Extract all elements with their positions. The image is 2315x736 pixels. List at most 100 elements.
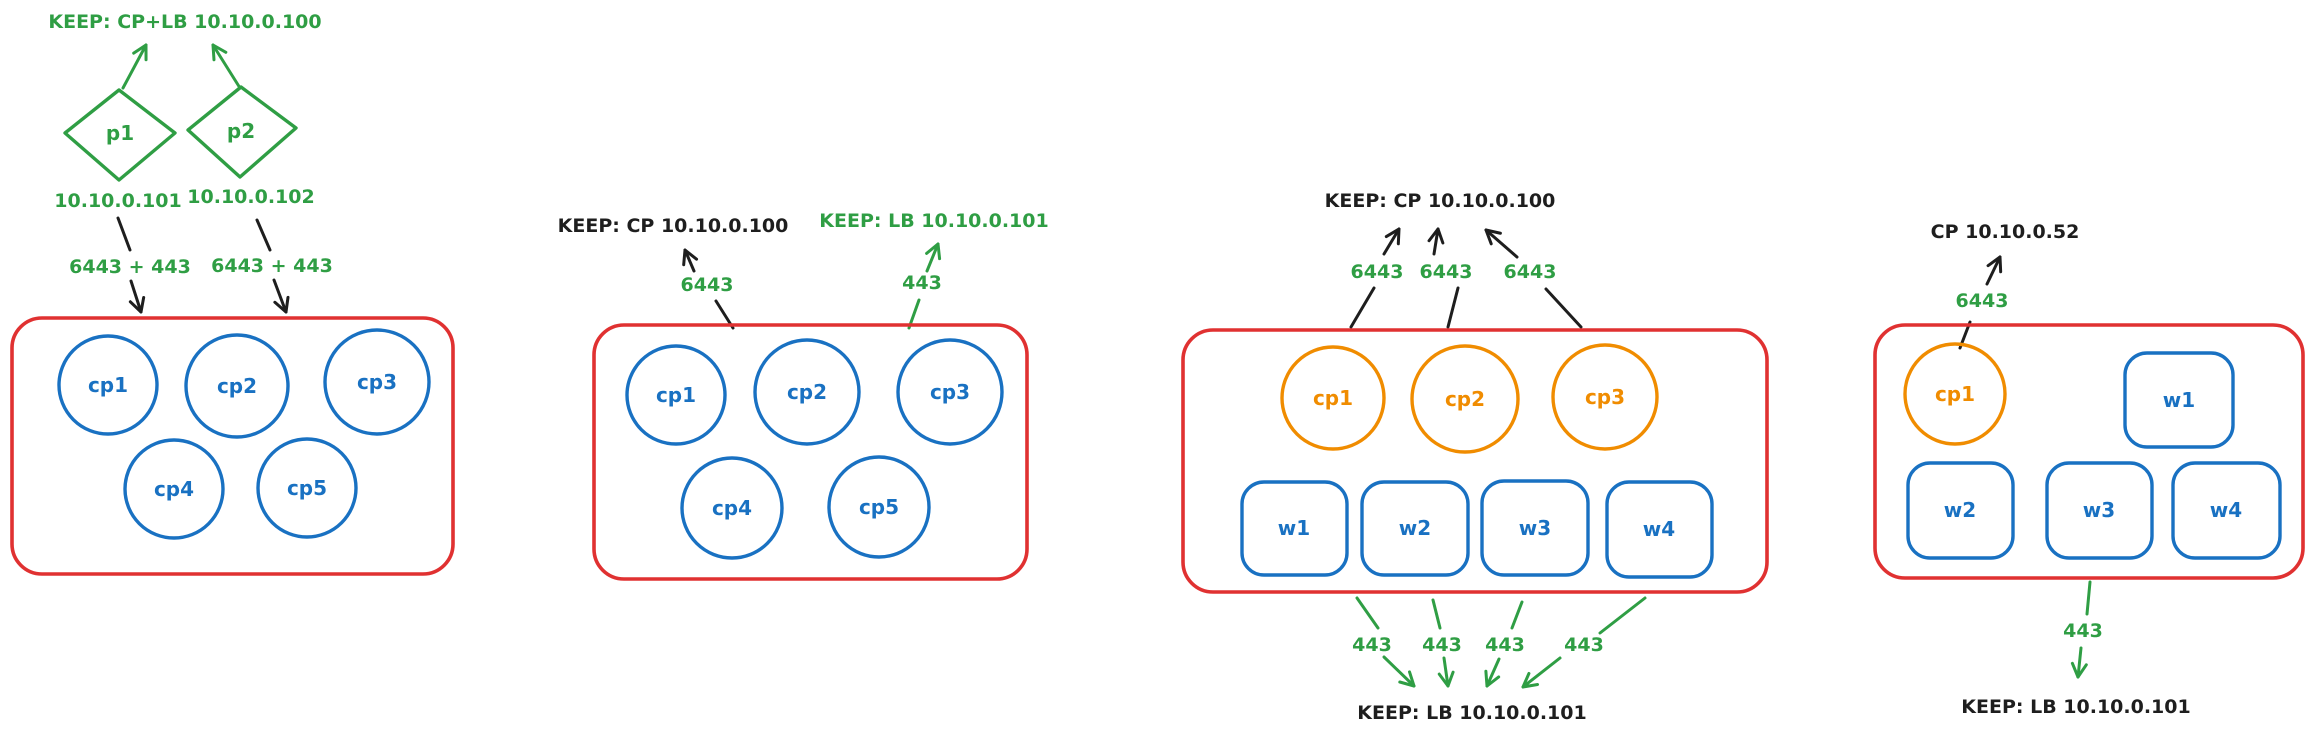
d2-node-cp1: [625, 344, 727, 446]
d3-arrow-w2-lower: [1437, 656, 1455, 688]
d3-lb-port-label-3: 443: [1485, 634, 1525, 656]
d2-node-cp1-label: cp1: [656, 383, 696, 407]
d3-node-cp1-label: cp1: [1313, 386, 1353, 410]
d2-node-cp5: [827, 455, 931, 559]
d1-node-cp2: [184, 333, 290, 439]
arrow-p1-to-vip: [121, 43, 148, 90]
d1-node-cp3-label: cp3: [357, 370, 397, 394]
d3-node-w2: [1360, 480, 1470, 577]
ports-label-1: 6443 + 443: [69, 256, 191, 278]
proxy-p1-label: p1: [106, 121, 134, 145]
diagram-1-cp-plus-lb: KEEP: CP+LB 10.10.0.100 p1 p2 10.10.0.10…: [10, 11, 455, 576]
d4-node-w2-label: w2: [1944, 498, 1976, 522]
d3-node-w4: [1605, 480, 1714, 579]
keep-cp-lb-label: KEEP: CP+LB 10.10.0.100: [48, 11, 321, 33]
d3-keep-cp-label: KEEP: CP 10.10.0.100: [1325, 190, 1556, 212]
d4-cp-label: CP 10.10.0.52: [1931, 221, 2080, 243]
d4-node-w2: [1906, 461, 2015, 560]
d4-cp-port-label: 6443: [1956, 290, 2009, 312]
d3-cp-port-label-1: 6443: [1351, 261, 1404, 283]
d3-arrow-w1-lower: [1382, 655, 1416, 688]
d3-cp-port-label-3: 6443: [1504, 261, 1557, 283]
d4-node-w3: [2045, 461, 2154, 560]
d3-node-cp2-label: cp2: [1445, 387, 1485, 411]
d2-cp-port-label: 6443: [681, 274, 734, 296]
cluster-box-3: [1181, 328, 1769, 594]
proxy-diamond-p2: [186, 85, 298, 179]
arrow-p1-to-cluster-upper: [116, 216, 132, 252]
d4-node-w1: [2123, 351, 2235, 449]
d1-node-cp4-label: cp4: [154, 477, 194, 501]
d4-node-w3-label: w3: [2083, 498, 2115, 522]
d4-arrow-cp-upper: [1985, 255, 2003, 286]
d4-node-w1-label: w1: [2163, 388, 2195, 412]
d1-node-cp1-label: cp1: [88, 373, 128, 397]
d3-arrow-cp3-lower: [1544, 287, 1583, 329]
d3-arrow-w3-lower: [1484, 657, 1501, 688]
diagram-3-cp-vip-worker-lb: KEEP: CP 10.10.0.100 6443 6443 6443 cp1 …: [1181, 190, 1769, 724]
cluster-box-2: [592, 323, 1029, 581]
d2-node-cp4-label: cp4: [712, 496, 752, 520]
d3-node-w1: [1240, 480, 1349, 577]
d3-node-w3: [1480, 479, 1590, 577]
arrow-p1-to-cluster-lower: [128, 279, 146, 314]
arrow-p2-to-cluster-upper: [255, 218, 272, 252]
d3-node-cp1: [1280, 345, 1386, 451]
proxy-p1-ip: 10.10.0.101: [54, 190, 181, 212]
d3-arrow-cp2-lower: [1446, 286, 1460, 329]
d3-arrow-cp1-lower: [1349, 286, 1376, 329]
d3-arrow-w2-upper: [1431, 598, 1442, 630]
d3-node-w4-label: w4: [1643, 517, 1675, 541]
d1-node-cp1: [57, 334, 159, 436]
d3-arrow-w3-upper: [1510, 600, 1524, 630]
proxy-p2-ip: 10.10.0.102: [187, 186, 314, 208]
d4-node-w4-label: w4: [2210, 498, 2242, 522]
d2-node-cp4: [680, 456, 784, 560]
d2-node-cp5-label: cp5: [859, 495, 899, 519]
d4-node-cp1: [1903, 342, 2007, 446]
ports-label-2: 6443 + 443: [211, 255, 333, 277]
d3-node-cp2: [1410, 344, 1520, 454]
d3-arrow-w1-upper: [1355, 596, 1380, 630]
d1-node-cp5-label: cp5: [287, 476, 327, 500]
d2-arrow-cp-upper: [682, 248, 699, 273]
d4-keep-lb-label: KEEP: LB 10.10.0.101: [1961, 696, 2190, 718]
d4-node-w4: [2171, 461, 2282, 560]
cluster-box-1: [10, 316, 455, 576]
d4-arrow-lb-upper: [2085, 580, 2092, 616]
d1-node-cp3: [323, 328, 431, 436]
d1-node-cp4: [123, 438, 225, 540]
d3-node-w2-label: w2: [1399, 516, 1431, 540]
d3-arrow-cp2-upper: [1427, 227, 1445, 256]
d4-arrow-lb-lower: [2070, 646, 2088, 679]
d2-node-cp2: [753, 338, 861, 446]
proxy-diamond-p1: [63, 88, 177, 182]
d3-lb-port-label-1: 443: [1352, 634, 1392, 656]
d3-cp-port-label-2: 6443: [1420, 261, 1473, 283]
d2-node-cp3: [896, 338, 1004, 446]
d3-node-cp3: [1551, 343, 1659, 451]
d4-node-cp1-label: cp1: [1935, 382, 1975, 406]
d3-arrow-cp1-upper: [1382, 227, 1401, 256]
d3-arrow-cp3-upper: [1484, 228, 1519, 259]
d2-node-cp3-label: cp3: [930, 380, 970, 404]
d1-node-cp2-label: cp2: [217, 374, 257, 398]
d4-lb-port-label: 443: [2063, 620, 2103, 642]
cluster-box-4: [1873, 323, 2305, 580]
d3-node-w3-label: w3: [1519, 516, 1551, 540]
d2-arrow-lb-upper: [925, 242, 942, 273]
d2-node-cp2-label: cp2: [787, 380, 827, 404]
d2-keep-cp-label: KEEP: CP 10.10.0.100: [558, 215, 789, 237]
arrow-p2-to-vip: [211, 43, 242, 90]
d3-node-w1-label: w1: [1278, 516, 1310, 540]
d2-keep-lb-label: KEEP: LB 10.10.0.101: [819, 210, 1048, 232]
d3-keep-lb-label: KEEP: LB 10.10.0.101: [1357, 702, 1586, 724]
diagram-2-cp-and-lb-vips: KEEP: CP 10.10.0.100 KEEP: LB 10.10.0.10…: [558, 210, 1049, 581]
proxy-p2-label: p2: [227, 119, 255, 143]
d3-lb-port-label-2: 443: [1422, 634, 1462, 656]
d3-lb-port-label-4: 443: [1564, 634, 1604, 656]
d3-arrow-w4-lower: [1521, 656, 1562, 689]
d3-arrow-w4-upper: [1598, 596, 1647, 635]
